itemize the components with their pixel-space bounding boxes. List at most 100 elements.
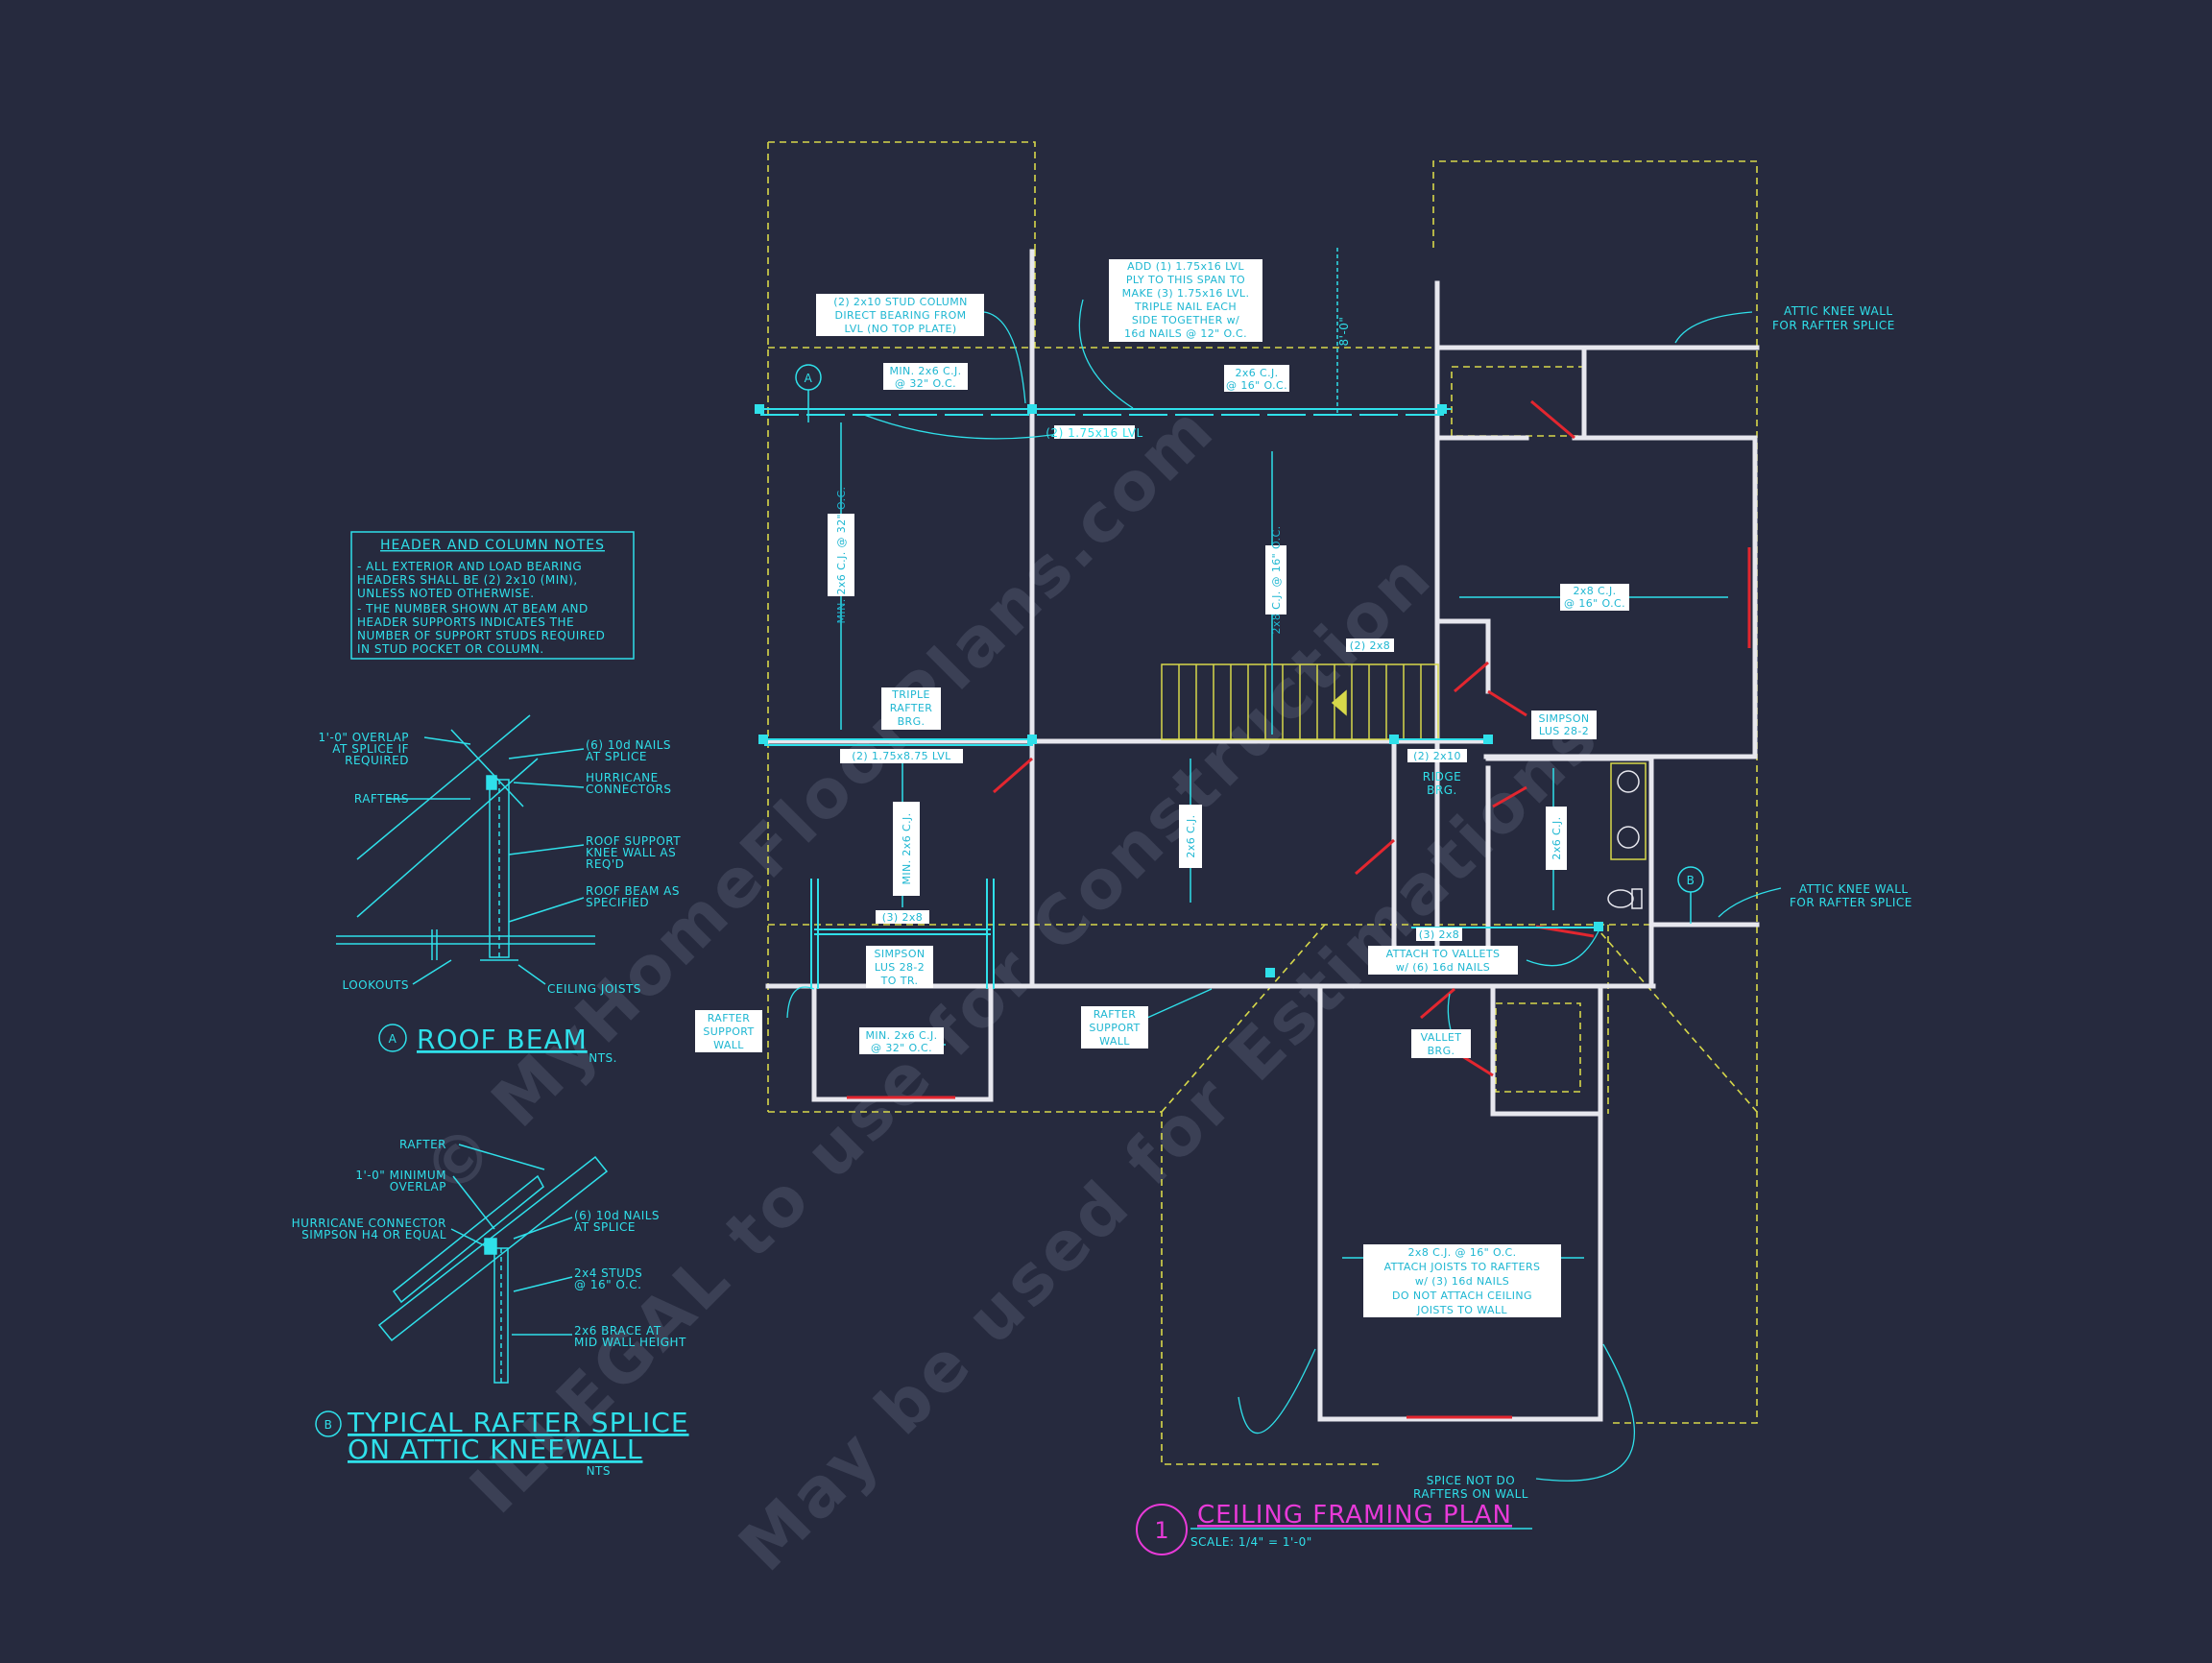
detail-b-title-2: ON ATTIC KNEEWALL <box>348 1434 643 1465</box>
header-notes-frame <box>350 531 635 660</box>
detail-a-roof-beam: 1'-0" OVERLAP AT SPLICE IF REQUIRED RAFT… <box>318 714 681 1065</box>
cj-2x8-right-1: 2x8 C.J. <box>1573 585 1616 597</box>
header-notes-line: NUMBER OF SUPPORT STUDS REQUIRED <box>357 629 605 642</box>
detail-a-lookouts: LOOKOUTS <box>342 978 409 992</box>
cj-mid: 2x6 C.J. <box>1185 814 1197 857</box>
callout-text: (2) 2x10 STUD COLUMN DIRECT BEARING FROM… <box>703 260 1911 1501</box>
detail-a-beam-2: SPECIFIED <box>586 896 649 909</box>
roof-outline-bottom <box>768 1111 1380 1465</box>
label-box <box>1346 639 1394 652</box>
label-box <box>1407 749 1467 762</box>
detail-a-leader <box>517 964 546 985</box>
cj-2x6-16-2: @ 16" O.C. <box>1226 379 1287 392</box>
splice-note-1: SPICE NOT DO <box>1427 1474 1515 1487</box>
label-box <box>883 363 968 390</box>
attach-vallets-1: ATTACH TO VALLETS <box>1386 948 1501 960</box>
detail-b-rafter-label: RAFTER <box>399 1138 446 1151</box>
min-2x6-top-2: @ 32" O.C. <box>895 377 956 390</box>
triple-rafter-1: TRIPLE <box>891 688 930 701</box>
label-box <box>1531 711 1597 739</box>
leader <box>1238 1348 1316 1434</box>
label-box <box>1265 545 1286 615</box>
garage-cj-4: DO NOT ATTACH CEILING <box>1392 1289 1532 1302</box>
label-box <box>1179 805 1202 868</box>
detail-a-title: ROOF BEAM <box>417 1024 588 1055</box>
header-notes-line: HEADER SUPPORTS INDICATES THE <box>357 615 574 629</box>
add-lvl-line-6: 16d NAILS @ 12" O.C. <box>1124 327 1247 340</box>
detail-a-leader <box>508 897 585 923</box>
doors <box>847 399 1751 1419</box>
beam-block <box>1437 404 1447 414</box>
label-box <box>1109 259 1262 342</box>
detail-a-nails-1: (6) 10d NAILS <box>586 738 671 752</box>
stair-arrow-icon <box>1331 689 1347 716</box>
detail-a-rafter-2 <box>356 758 539 918</box>
watermark-line-1: © MyHomeFloorPlans.com <box>407 389 1230 1212</box>
hurricane-connector-icon <box>484 1238 497 1255</box>
add-lvl-line-3: MAKE (3) 1.75x16 LVL. <box>1122 287 1250 300</box>
roof-hip-right <box>1593 924 1758 1113</box>
min-2x6-low-2: @ 32" O.C. <box>871 1042 932 1054</box>
detail-b-brace-1: 2x6 BRACE AT <box>574 1324 661 1338</box>
door-closet <box>1530 399 1575 440</box>
label-box <box>893 802 920 896</box>
leader <box>863 414 1071 440</box>
detail-a-ceiling-joists: CEILING JOISTS <box>547 982 641 996</box>
detail-a-overlap-3: REQUIRED <box>345 754 409 767</box>
attach-vallets-2: w/ (6) 16d NAILS <box>1396 961 1490 974</box>
min-2x6-mid: MIN. 2x6 C.J. <box>901 812 913 884</box>
leader <box>1535 1343 1636 1482</box>
toilet-tank-icon <box>1631 888 1643 909</box>
stud-column-line-2: DIRECT BEARING FROM <box>834 309 966 322</box>
garage-cj-2: ATTACH JOISTS TO RAFTERS <box>1384 1261 1541 1273</box>
plan-scale: SCALE: 1/4" = 1'-0" <box>1190 1535 1312 1549</box>
leader-lines <box>786 299 1782 1482</box>
detail-b-overlap-1: 1'-0" MINIMUM <box>355 1169 446 1182</box>
simpson-lus-tr-3: TO TR. <box>880 975 919 987</box>
roof-outline-top-left <box>768 141 1036 250</box>
beam-end-blocks <box>755 404 1603 977</box>
label-box <box>1363 1244 1561 1317</box>
knee-wall-a-2: FOR RAFTER SPLICE <box>1772 319 1895 332</box>
stairs <box>1161 663 1439 740</box>
header-notes-title: HEADER AND COLUMN NOTES <box>380 538 605 553</box>
detail-b-hurricane-2: SIMPSON H4 OR EQUAL <box>301 1228 446 1241</box>
beam-block <box>1594 922 1603 931</box>
door-hall <box>1454 661 1489 693</box>
detail-b-leader <box>513 1276 573 1292</box>
plan-number: 1 <box>1154 1517 1168 1544</box>
rafter-support-m-2: SUPPORT <box>1089 1022 1140 1034</box>
detail-b-marker <box>315 1410 342 1437</box>
cj-2x8-vert: 2x8 C.J. @ 16" O.C. <box>1270 526 1283 635</box>
header-notes-line: IN STUD POCKET OR COLUMN. <box>357 642 544 656</box>
detail-a-leader <box>423 736 471 745</box>
detail-a-nts: NTS. <box>589 1051 617 1065</box>
triple-rafter-3: BRG. <box>898 715 926 728</box>
attic-access-bottom <box>1495 1002 1581 1093</box>
section-marker-a-label: A <box>805 372 813 385</box>
beam-block <box>1389 735 1399 744</box>
detail-b-nails-1: (6) 10d NAILS <box>574 1209 660 1222</box>
add-lvl-line-2: PLY TO THIS SPAN TO <box>1126 274 1245 286</box>
detail-b-overlap-2: OVERLAP <box>390 1180 446 1193</box>
detail-b-title-1: TYPICAL RAFTER SPLICE <box>347 1407 689 1438</box>
label-box <box>866 946 933 988</box>
detail-a-hurricane-2: CONNECTORS <box>586 783 671 796</box>
two-2x10: (2) 2x10 <box>1413 750 1461 762</box>
ridge-brg-2: BRG. <box>1427 783 1457 797</box>
beam-block <box>1265 968 1275 977</box>
label-box <box>816 294 984 336</box>
stud-column-line-3: LVL (NO TOP PLATE) <box>844 323 956 335</box>
callout-boxes <box>695 259 1629 1317</box>
knee-wall-b-1: ATTIC KNEE WALL <box>1799 882 1909 896</box>
detail-b-studs-2: @ 16" O.C. <box>574 1278 641 1291</box>
beam-block <box>1027 735 1037 744</box>
detail-b-leader <box>452 1175 495 1230</box>
header-notes-line: - THE NUMBER SHOWN AT BEAM AND <box>357 602 589 615</box>
hurricane-connector-icon <box>486 775 497 790</box>
detail-b-marker-label: B <box>325 1418 333 1432</box>
knee-wall-a-1: ATTIC KNEE WALL <box>1784 304 1893 318</box>
detail-a-leader <box>513 782 585 788</box>
leader <box>786 986 815 1019</box>
